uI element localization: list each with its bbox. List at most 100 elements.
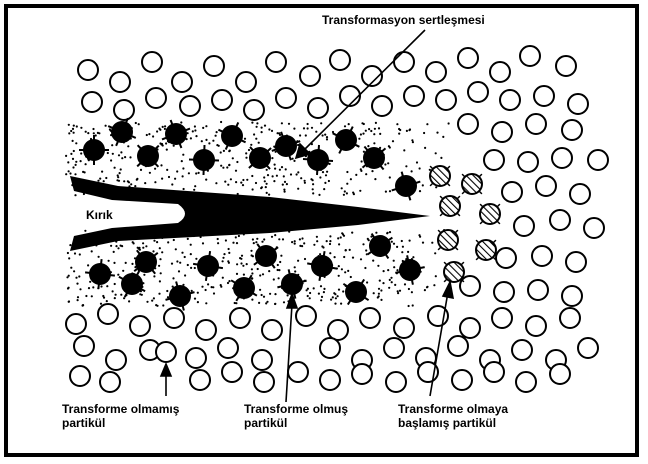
stipple-dot <box>326 240 328 242</box>
stipple-dot <box>287 294 289 296</box>
stipple-dot <box>388 287 390 289</box>
stipple-dot <box>79 253 81 255</box>
stipple-dot <box>283 175 285 177</box>
untransformed-particle <box>460 318 480 338</box>
untransformed-particle <box>550 210 570 230</box>
stipple-dot <box>341 232 343 234</box>
stipple-dot <box>412 256 414 258</box>
untransformed-particle <box>562 120 582 140</box>
stipple-dot <box>383 270 385 272</box>
stipple-dot <box>161 178 163 180</box>
stipple-dot <box>329 235 331 237</box>
stipple-dot <box>166 169 168 171</box>
stipple-dot <box>252 238 254 240</box>
stipple-dot <box>384 163 386 165</box>
stipple-dot <box>211 286 213 288</box>
stipple-dot <box>92 128 94 130</box>
stipple-dot <box>263 238 265 240</box>
untransformed-particle <box>360 308 380 328</box>
stipple-dot <box>409 128 411 130</box>
stipple-dot <box>365 130 367 132</box>
untransformed-particle <box>516 372 536 392</box>
stipple-dot <box>322 134 324 136</box>
untransformed-particle <box>566 252 586 272</box>
stipple-dot <box>334 256 336 258</box>
stipple-dot <box>146 134 148 136</box>
stipple-dot <box>220 121 222 123</box>
stipple-dot <box>215 182 217 184</box>
stipple-dot <box>424 147 426 149</box>
stipple-dot <box>277 264 279 266</box>
stipple-dot <box>205 125 207 127</box>
stipple-dot <box>244 138 246 140</box>
stipple-dot <box>406 130 408 132</box>
stipple-dot <box>257 268 259 270</box>
stipple-dot <box>379 133 381 135</box>
stipple-dot <box>85 163 87 165</box>
stipple-dot <box>68 170 70 172</box>
untransformed-particle <box>244 100 264 120</box>
stipple-dot <box>323 188 325 190</box>
stipple-dot <box>160 272 162 274</box>
stipple-dot <box>264 180 266 182</box>
stipple-dot <box>387 269 389 271</box>
untransformed-particle <box>556 56 576 76</box>
untransformed-particle <box>146 88 166 108</box>
stipple-dot <box>401 251 403 253</box>
untransformed-particle <box>560 308 580 328</box>
stipple-dot <box>256 238 258 240</box>
stipple-dot <box>419 167 421 169</box>
stipple-dot <box>318 194 320 196</box>
stipple-dot <box>265 186 267 188</box>
stipple-dot <box>334 303 336 305</box>
stipple-dot <box>228 248 230 250</box>
stipple-dot <box>398 133 400 135</box>
untransformed-particle <box>492 122 512 142</box>
stipple-dot <box>363 123 365 125</box>
stipple-dot <box>224 181 226 183</box>
stipple-dot <box>85 131 87 133</box>
stipple-dot <box>156 130 158 132</box>
untransformed-particle <box>212 90 232 110</box>
stipple-dot <box>360 133 362 135</box>
stipple-dot <box>156 305 158 307</box>
stipple-dot <box>396 269 398 271</box>
stipple-dot <box>158 293 160 295</box>
stipple-dot <box>208 142 210 144</box>
stipple-dot <box>175 248 177 250</box>
stipple-dot <box>313 287 315 289</box>
stipple-dot <box>284 191 286 193</box>
stipple-dot <box>377 265 379 267</box>
stipple-dot <box>110 245 112 247</box>
stipple-dot <box>129 156 131 158</box>
stipple-dot <box>343 235 345 237</box>
stipple-dot <box>435 152 437 154</box>
stipple-dot <box>91 250 93 252</box>
stipple-dot <box>387 232 389 234</box>
stipple-dot <box>159 129 161 131</box>
stipple-dot <box>297 188 299 190</box>
stipple-dot <box>321 245 323 247</box>
untransformed-particle <box>190 370 210 390</box>
untransformed-particle <box>78 60 98 80</box>
untransformed-particle <box>550 364 570 384</box>
stipple-dot <box>409 240 411 242</box>
untransformed-particle <box>82 92 102 112</box>
stipple-dot <box>269 293 271 295</box>
untransformed-particle <box>340 86 360 106</box>
stipple-dot <box>152 135 154 137</box>
stipple-dot <box>309 292 311 294</box>
stipple-dot <box>216 131 218 133</box>
stipple-dot <box>442 136 444 138</box>
stipple-dot <box>378 295 380 297</box>
untransformed-particle <box>106 350 126 370</box>
stipple-dot <box>323 288 325 290</box>
stipple-dot <box>223 150 225 152</box>
stipple-dot <box>419 236 421 238</box>
stipple-dot <box>344 271 346 273</box>
stipple-dot <box>73 132 75 134</box>
starting-transformation-particle <box>444 262 464 282</box>
stipple-dot <box>123 180 125 182</box>
stipple-dot <box>368 128 370 130</box>
stipple-dot <box>87 264 89 266</box>
